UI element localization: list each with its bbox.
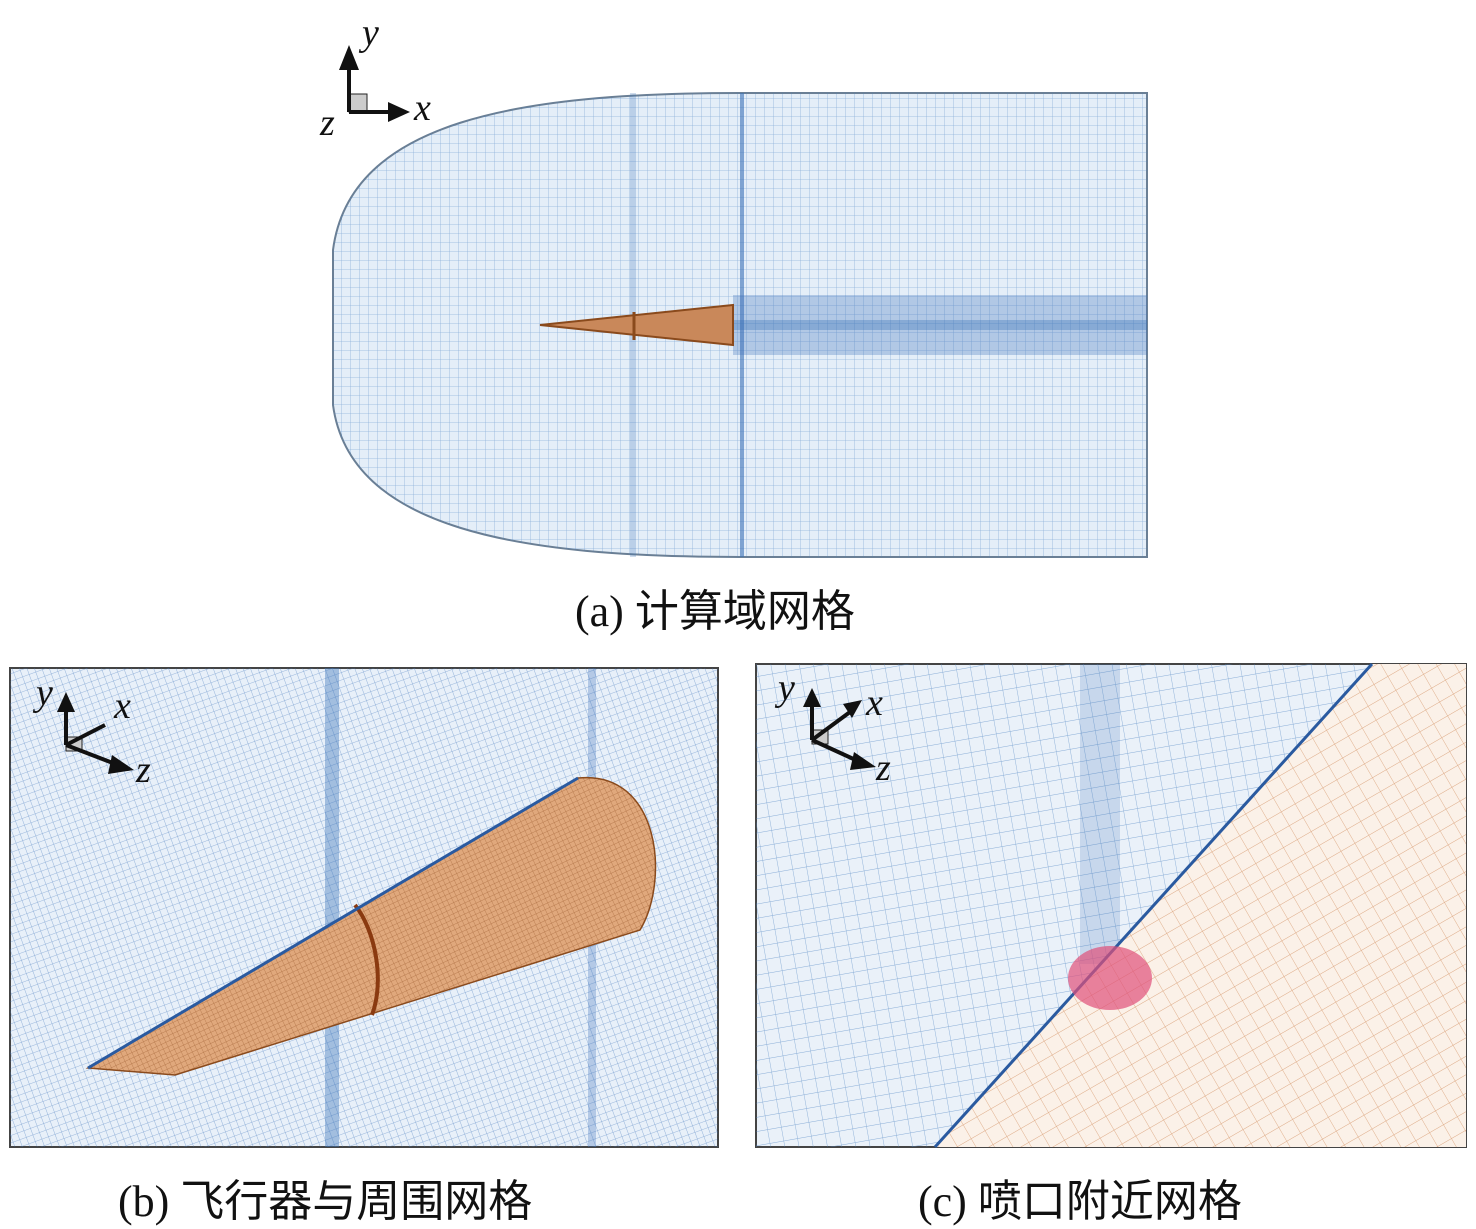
- vehicle-body: [539, 303, 734, 347]
- axis-label-y: y: [358, 12, 379, 54]
- axis-label-z: z: [319, 102, 335, 144]
- axis-label-x: x: [113, 685, 131, 727]
- axis-label-x: x: [413, 87, 431, 129]
- axis-triad-b: y x z: [32, 672, 151, 791]
- axis-label-z: z: [135, 749, 151, 791]
- axis-triad-c: y x z: [774, 667, 891, 789]
- panel-b-mesh: [9, 667, 719, 1148]
- axis-label-z: z: [875, 747, 891, 789]
- caption-c: (c) 喷口附近网格: [918, 1177, 1242, 1226]
- caption-a: (a) 计算域网格: [575, 587, 855, 636]
- axis-label-x: x: [865, 682, 883, 724]
- caption-b: (b) 飞行器与周围网格: [118, 1177, 533, 1226]
- panel-c-mesh: [755, 662, 1467, 1149]
- axis-label-y: y: [774, 667, 795, 709]
- panel-a-mesh: [332, 92, 1148, 558]
- nozzle: [1068, 946, 1152, 1010]
- axis-label-y: y: [32, 672, 53, 714]
- axis-triad-a: y x z: [319, 12, 431, 144]
